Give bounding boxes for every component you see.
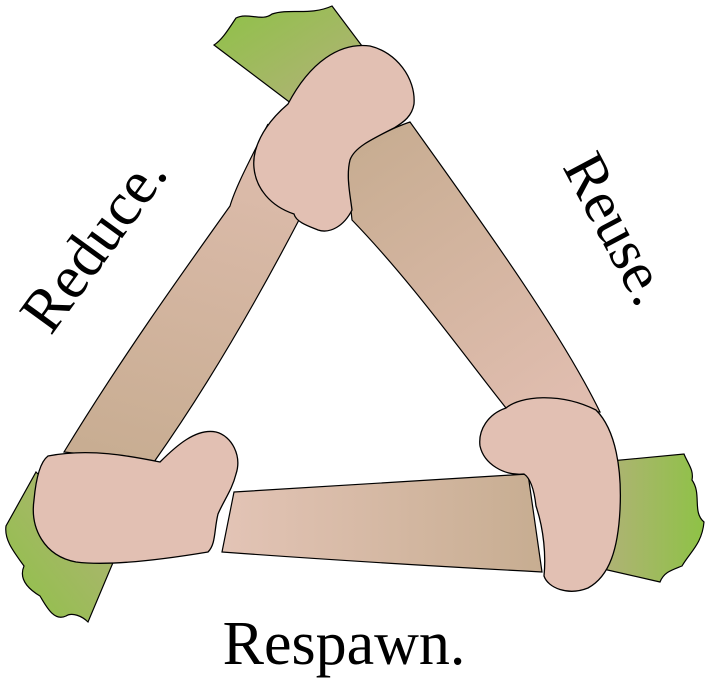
bottom-arm — [221, 473, 543, 573]
top-green-stub — [212, 5, 369, 105]
right-arm — [347, 121, 601, 413]
left-hand — [32, 430, 239, 564]
respawn-label: Respawn. — [223, 610, 466, 678]
right-hand — [479, 397, 621, 592]
top-hand — [253, 44, 415, 232]
reuse-label: Reuse. — [551, 142, 685, 316]
